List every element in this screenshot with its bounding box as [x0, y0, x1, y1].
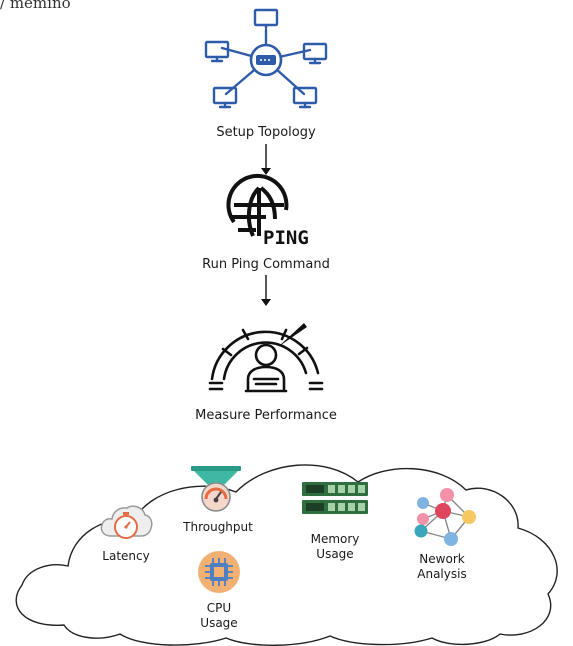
ping-text: PING: [263, 227, 309, 249]
step-label-run-ping: Run Ping Command: [202, 257, 330, 272]
cloud-label-network-analysis-line2: Analysis: [417, 567, 467, 581]
network-topology-icon: [204, 8, 328, 109]
step-label-measure-performance: Measure Performance: [195, 408, 337, 423]
header-fragment: / memino: [0, 0, 71, 12]
cloud-label-throughput: Throughput: [183, 520, 253, 534]
cloud-label-network-analysis-line1: Nework: [419, 552, 465, 566]
cpu-chip-icon: [198, 551, 240, 593]
cloud-label-cpu-usage-line2: Usage: [200, 616, 238, 630]
gauge-performance-icon: [208, 323, 324, 393]
step-label-setup-topology: Setup Topology: [216, 125, 316, 140]
cloud-stopwatch-icon: [100, 505, 153, 539]
cloud-label-memory-usage-line1: Memory: [310, 532, 360, 546]
cloud-label-latency: Latency: [102, 549, 150, 563]
down-arrow-icon: [261, 144, 271, 175]
down-arrow-icon: [261, 275, 271, 306]
funnel-gauge-icon: [191, 466, 241, 512]
globe-ping-icon: PING: [226, 174, 309, 249]
cloud-label-memory-usage-line2: Usage: [316, 547, 354, 561]
cloud-shape: [15, 464, 558, 646]
memory-module-icon: [302, 482, 368, 514]
network-nodes-icon: [414, 488, 476, 546]
cloud-label-cpu-usage-line1: CPU: [206, 601, 232, 615]
